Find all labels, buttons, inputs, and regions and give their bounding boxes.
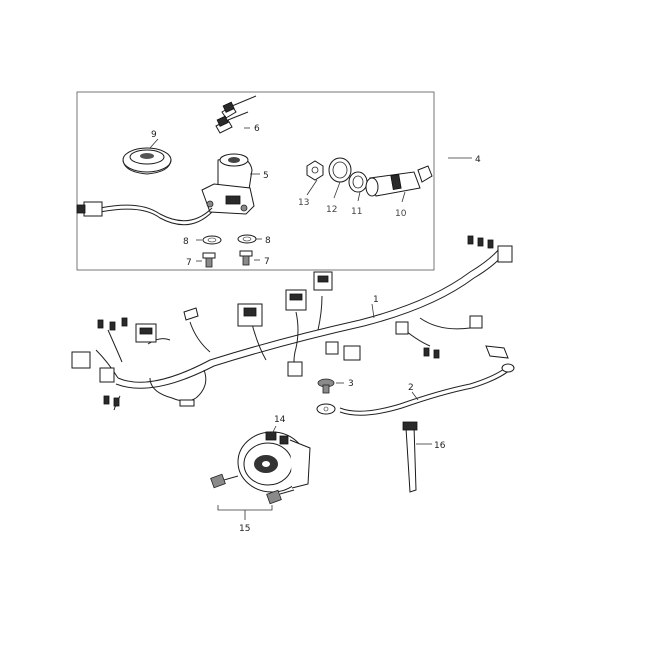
horn-bolt-right	[266, 489, 295, 505]
callout-2: 2	[408, 383, 414, 393]
battery-cable	[316, 345, 515, 416]
callout-7-left: 7	[186, 258, 192, 268]
callout-8-left: 8	[183, 237, 189, 247]
bolt-right	[239, 250, 253, 266]
bolt-group-bracket	[217, 505, 273, 520]
callout-3: 3	[348, 379, 354, 389]
main-wire-harness	[95, 247, 505, 411]
harness-connectors	[71, 235, 513, 407]
callout-12: 12	[326, 205, 337, 215]
bolt-left	[202, 252, 216, 268]
callout-13: 13	[298, 198, 309, 208]
callout-8-right: 8	[265, 236, 271, 246]
key-set	[215, 95, 257, 134]
callout-9: 9	[151, 130, 157, 140]
callout-11: 11	[351, 207, 362, 217]
callout-5: 5	[263, 171, 269, 181]
callout-1: 1	[373, 295, 379, 305]
ignition-switch	[201, 153, 255, 215]
switch-lead	[76, 201, 213, 226]
screw	[317, 378, 335, 394]
callout-7-right: 7	[264, 257, 270, 267]
callout-14: 14	[274, 415, 286, 425]
horn-bolt-left	[210, 473, 239, 489]
callout-10: 10	[395, 209, 407, 219]
ignition-group-box	[76, 91, 435, 271]
horn	[237, 431, 311, 493]
callout-16: 16	[434, 441, 446, 451]
washer-right	[237, 234, 257, 244]
leader-lines	[149, 127, 472, 445]
cable-tie	[402, 421, 418, 493]
seat-lock-set	[306, 157, 433, 197]
callout-6: 6	[254, 124, 260, 134]
callout-15: 15	[239, 524, 250, 534]
fuel-cap	[122, 147, 172, 175]
washer-left	[202, 235, 222, 245]
callout-4: 4	[475, 155, 481, 165]
